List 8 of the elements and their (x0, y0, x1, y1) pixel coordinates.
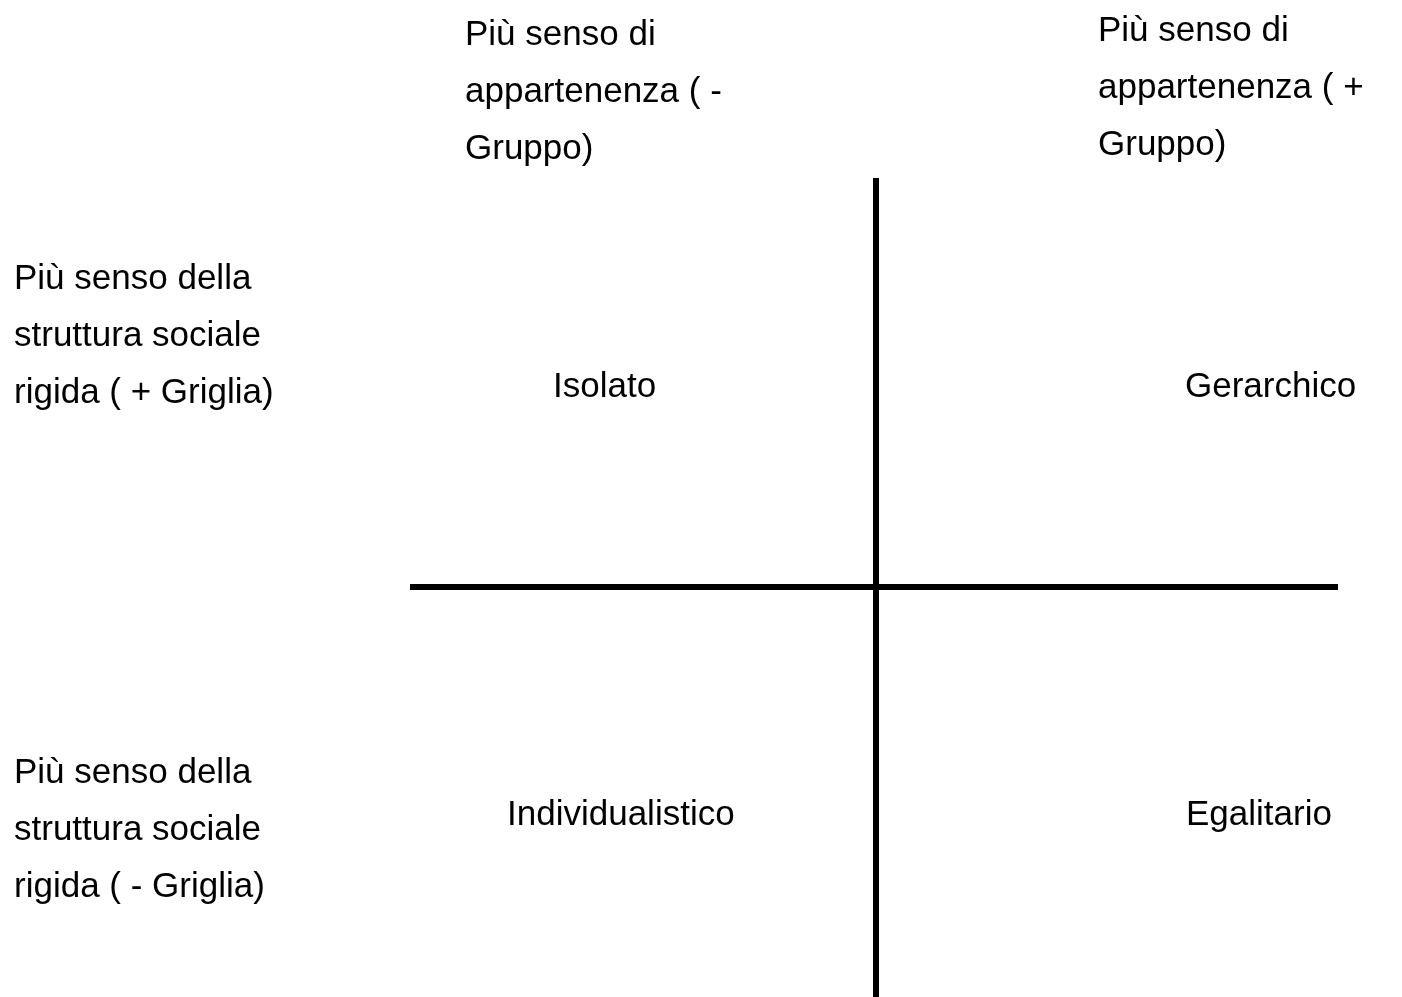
axis-label: Più senso di appartenenza ( + Gruppo) (1098, 8, 1365, 164)
axis-label: Più senso della struttura sociale rigida ( + Griglia) (14, 256, 275, 412)
quadrant-label: Gerarchico (1185, 364, 1358, 406)
quadrant-label: Individualistico (507, 792, 736, 834)
axis-label: Più senso di appartenenza ( - Gruppo) (465, 12, 723, 168)
quadrant-label: Isolato (553, 364, 658, 406)
axis-label: Più senso della struttura sociale rigida ( - Griglia) (14, 750, 266, 906)
quadrant-label: Egalitario (1186, 792, 1333, 834)
